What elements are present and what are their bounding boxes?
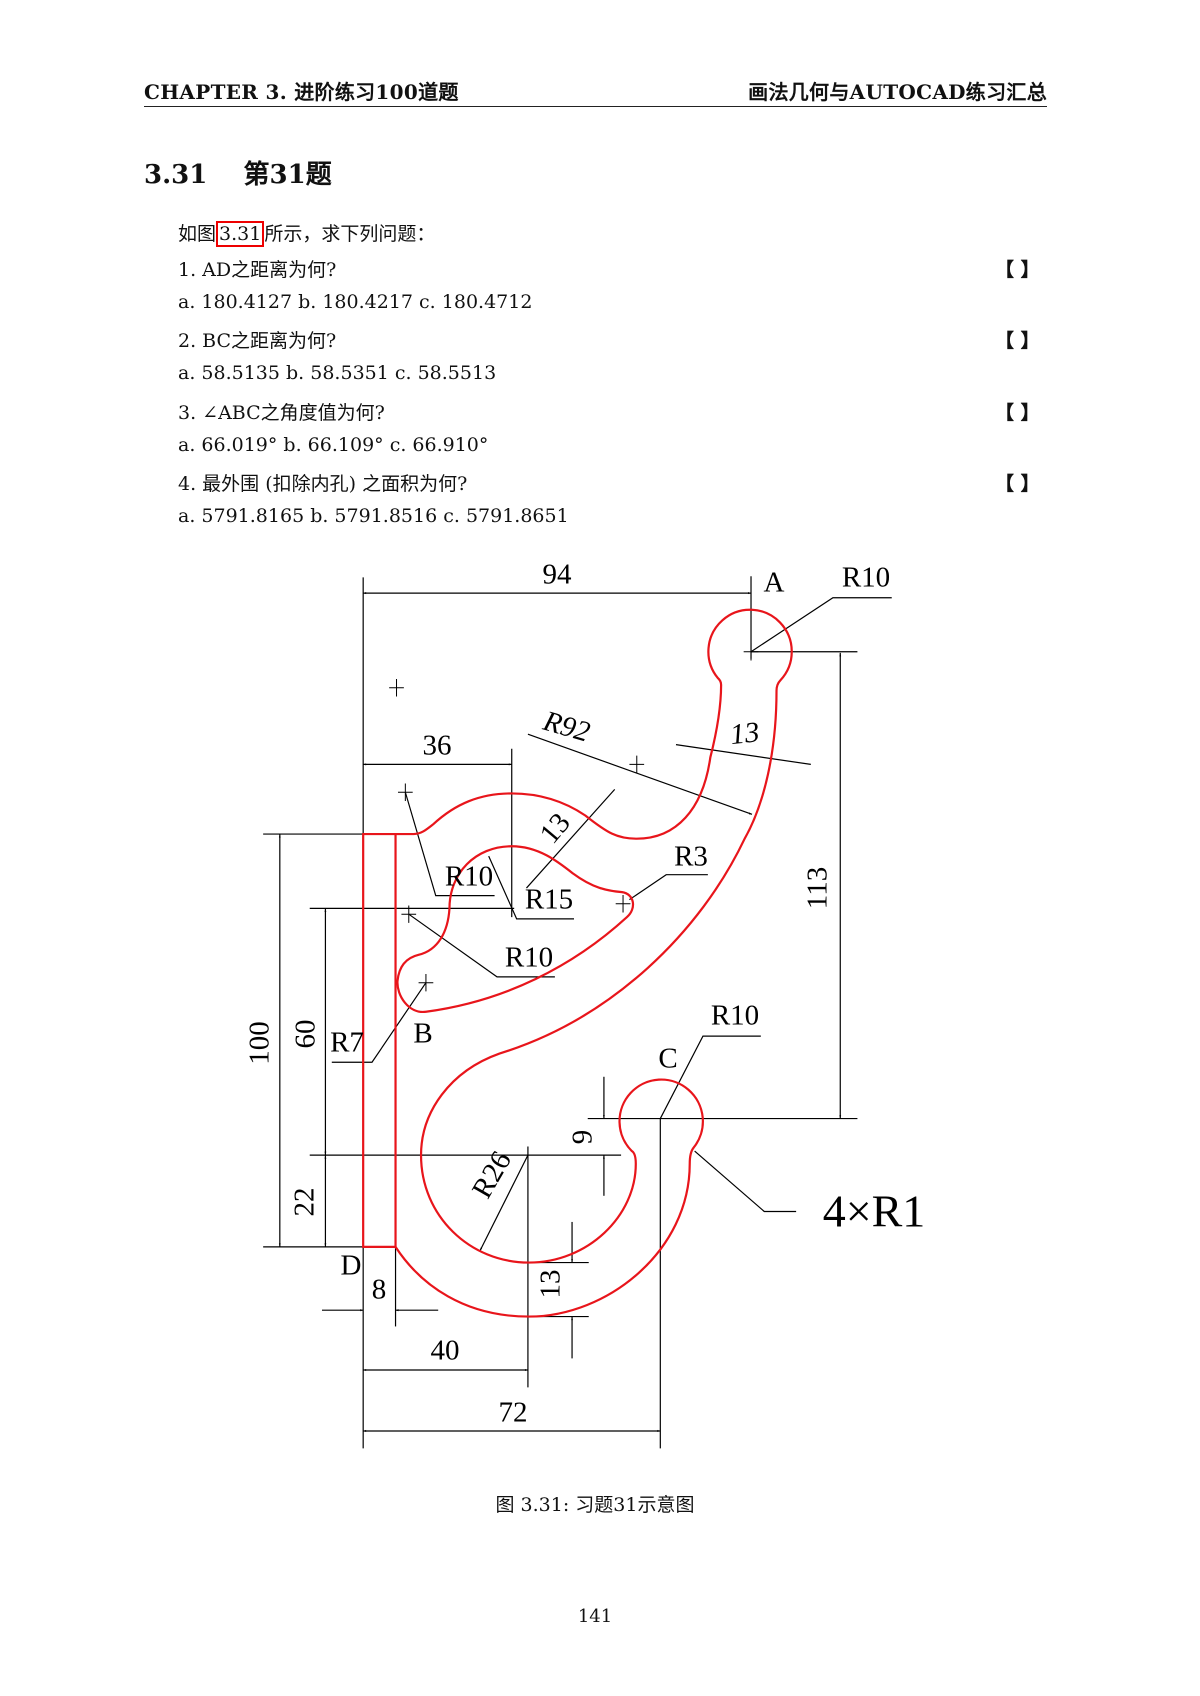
radius-r26: R26 — [466, 1146, 518, 1204]
inner-hole — [397, 846, 633, 1012]
section-number: 3.31 — [144, 160, 208, 190]
question-4: 4. 最外围 (扣除内孔) 之面积为何? — [178, 473, 468, 495]
radius-r10-upper: R10 — [445, 861, 493, 893]
dim-8: 8 — [372, 1274, 387, 1306]
radius-r10-a: R10 — [842, 562, 890, 594]
intro-suffix: 所示，求下列问题： — [264, 223, 436, 245]
options-2: a. 58.5135 b. 58.5351 c. 58.5513 — [178, 362, 497, 384]
radius-r10-c: R10 — [711, 1000, 759, 1032]
running-header-left: CHAPTER 3. 进阶练习100道题 — [144, 80, 459, 104]
figure-caption: 图 3.31: 习题31示意图 — [495, 1494, 695, 1516]
dim-13-diagonal: 13 — [534, 807, 577, 850]
header-rule — [144, 106, 1047, 107]
dim-22: 22 — [289, 1188, 321, 1217]
center-marks — [389, 643, 759, 992]
dim-72: 72 — [499, 1397, 528, 1429]
question-3: 3. ∠ABC之角度值为何? — [178, 402, 385, 424]
running-header-right: 画法几何与AUTOCAD练习汇总 — [748, 80, 1047, 104]
dim-113: 113 — [802, 867, 834, 909]
hook-drawing — [220, 560, 980, 1460]
options-1: a. 180.4127 b. 180.4217 c. 180.4712 — [178, 291, 533, 313]
figure-ref-link[interactable]: 3.31 — [216, 221, 265, 247]
point-c-label: C — [658, 1043, 677, 1075]
radius-r10-mid: R10 — [505, 942, 553, 974]
answer-box-4[interactable]: 【 】 — [995, 473, 1040, 495]
point-b-label: B — [413, 1018, 432, 1050]
dim-13-bottom: 13 — [535, 1270, 567, 1299]
part-outline — [363, 610, 792, 1317]
point-d-label: D — [341, 1250, 362, 1282]
section-heading: 3.31 第31题 — [144, 154, 332, 191]
radius-r92: R92 — [539, 705, 594, 749]
dim-94: 94 — [543, 559, 573, 591]
radius-r7: R7 — [330, 1027, 364, 1059]
fillet-4xr1: 4×R1 — [823, 1186, 926, 1237]
dim-9: 9 — [567, 1130, 599, 1145]
dim-36: 36 — [423, 730, 452, 762]
section-title: 第31题 — [243, 160, 332, 190]
radius-r3: R3 — [674, 841, 708, 873]
dim-13-top: 13 — [729, 716, 761, 751]
page-number: 141 — [577, 1606, 613, 1627]
dim-100: 100 — [244, 1021, 276, 1065]
radius-r15: R15 — [525, 884, 573, 916]
answer-box-3[interactable]: 【 】 — [995, 402, 1040, 424]
point-a-label: A — [764, 567, 785, 599]
options-4: a. 5791.8165 b. 5791.8516 c. 5791.8651 — [178, 505, 569, 527]
answer-box-1[interactable]: 【 】 — [995, 259, 1040, 281]
intro-prefix: 如图 — [178, 223, 217, 245]
question-1: 1. AD之距离为何? — [178, 259, 337, 281]
answer-box-2[interactable]: 【 】 — [995, 330, 1040, 352]
dim-40: 40 — [431, 1335, 460, 1367]
options-3: a. 66.019° b. 66.109° c. 66.910° — [178, 434, 489, 456]
dim-60: 60 — [290, 1020, 322, 1049]
question-2: 2. BC之距离为何? — [178, 330, 337, 352]
